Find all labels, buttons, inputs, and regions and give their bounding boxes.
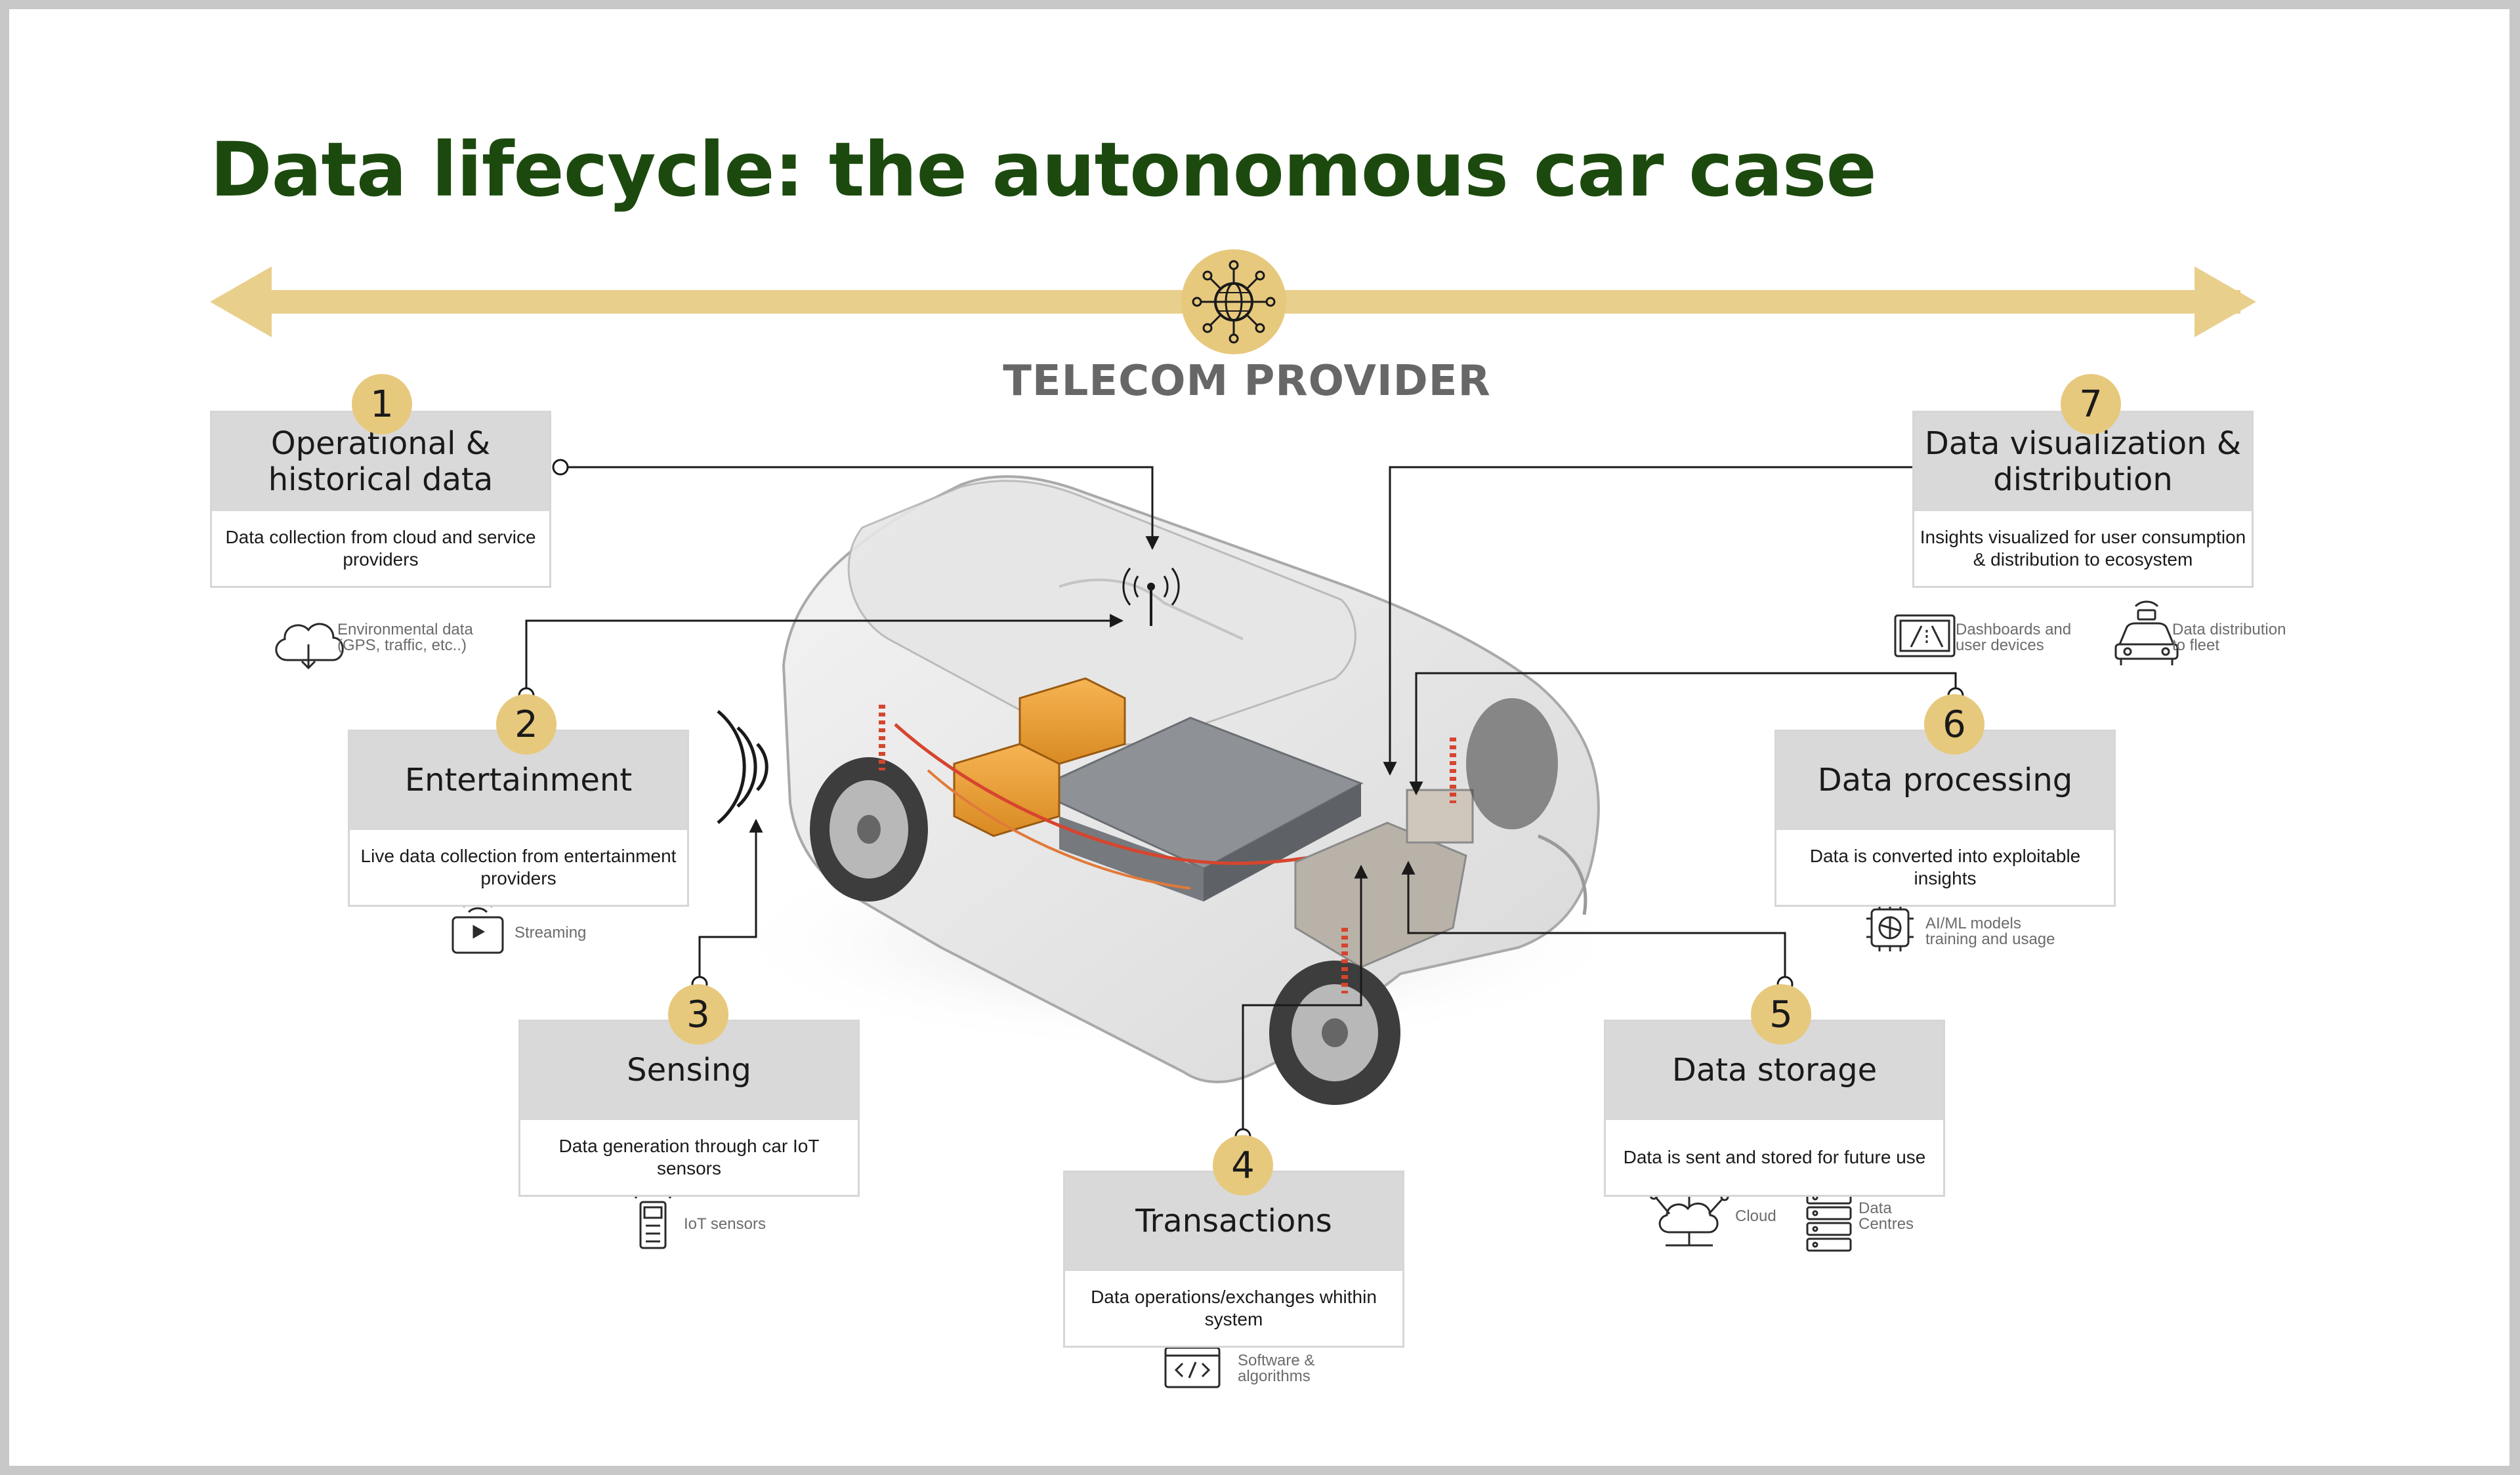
step-description: Data is sent and stored for future use (1623, 1147, 1926, 1168)
icon-label: Streaming (514, 924, 587, 942)
step-description: Data generation through car IoT sensors (558, 1136, 820, 1178)
icon-label: Cloud (1735, 1207, 1776, 1225)
icon-label: Software & algorithms (1238, 1352, 1315, 1385)
step-card-transactions: Transactions Data operations/exchanges w… (1063, 1171, 1404, 1348)
step-card-visualization: Data visualization & distribution Insigh… (1912, 411, 2254, 588)
live-stream-icon (452, 900, 504, 954)
step-title: Data storage (1606, 1022, 1943, 1120)
ai-chip-icon (1866, 904, 1914, 951)
step-card-data-processing: Data processing Data is converted into e… (1774, 730, 2116, 907)
page-title: Data lifecycle: the autonomous car case (210, 126, 1877, 213)
step-description: Data collection from cloud and service p… (225, 527, 536, 570)
slide: Data lifecycle: the autonomous car case … (9, 9, 2510, 1466)
step-number-badge: 4 (1213, 1135, 1273, 1195)
icon-label: Dashboards and user devices (1956, 621, 2072, 654)
step-number-badge: 6 (1924, 694, 1984, 755)
dashboard-icon (1894, 614, 1956, 657)
car-fleet-icon (2114, 600, 2179, 665)
telecom-provider-label: TELECOM PROVIDER (1003, 357, 1491, 405)
roof-antenna-icon (1122, 568, 1180, 626)
step-number-badge: 2 (496, 694, 556, 755)
icon-label: IoT sensors (684, 1215, 766, 1233)
cloud-download-icon (275, 623, 344, 670)
code-window-icon (1164, 1346, 1221, 1388)
step-card-sensing: Sensing Data generation through car IoT … (518, 1020, 860, 1197)
step-number-badge: 1 (352, 374, 412, 434)
globe-network-icon (1181, 249, 1286, 354)
step-description: Live data collection from entertainment … (360, 846, 677, 888)
autonomous-car-icon (718, 475, 1637, 1105)
icon-label: Data distribution to fleet (2172, 621, 2286, 654)
icon-label: Data Centres (1858, 1199, 1914, 1233)
server-rack-icon (1806, 1190, 1852, 1252)
icon-label: AI/ML models training and usage (1925, 915, 2055, 948)
step-description: Data is converted into exploitable insig… (1809, 846, 2081, 888)
step-description: Data operations/exchanges whithin system (1091, 1287, 1377, 1329)
step-card-entertainment: Entertainment Live data collection from … (348, 730, 689, 907)
step-title: Transactions (1065, 1173, 1402, 1271)
step-description: Insights visualized for user consumption… (1920, 527, 2246, 570)
step-title: Sensing (520, 1022, 858, 1120)
connector-lines (525, 466, 1957, 1136)
sensor-wave-icon (717, 710, 768, 824)
step-number-badge: 5 (1751, 984, 1811, 1045)
diagram-canvas (210, 249, 2256, 1388)
step-card-data-storage: Data storage Data is sent and stored for… (1604, 1020, 1945, 1197)
step-number-badge: 3 (668, 984, 728, 1045)
step-number-badge: 7 (2061, 374, 2121, 434)
icon-label: Environmental data (GPS, traffic, etc..) (337, 621, 473, 654)
step-card-operational: Operational & historical data Data colle… (210, 411, 551, 588)
